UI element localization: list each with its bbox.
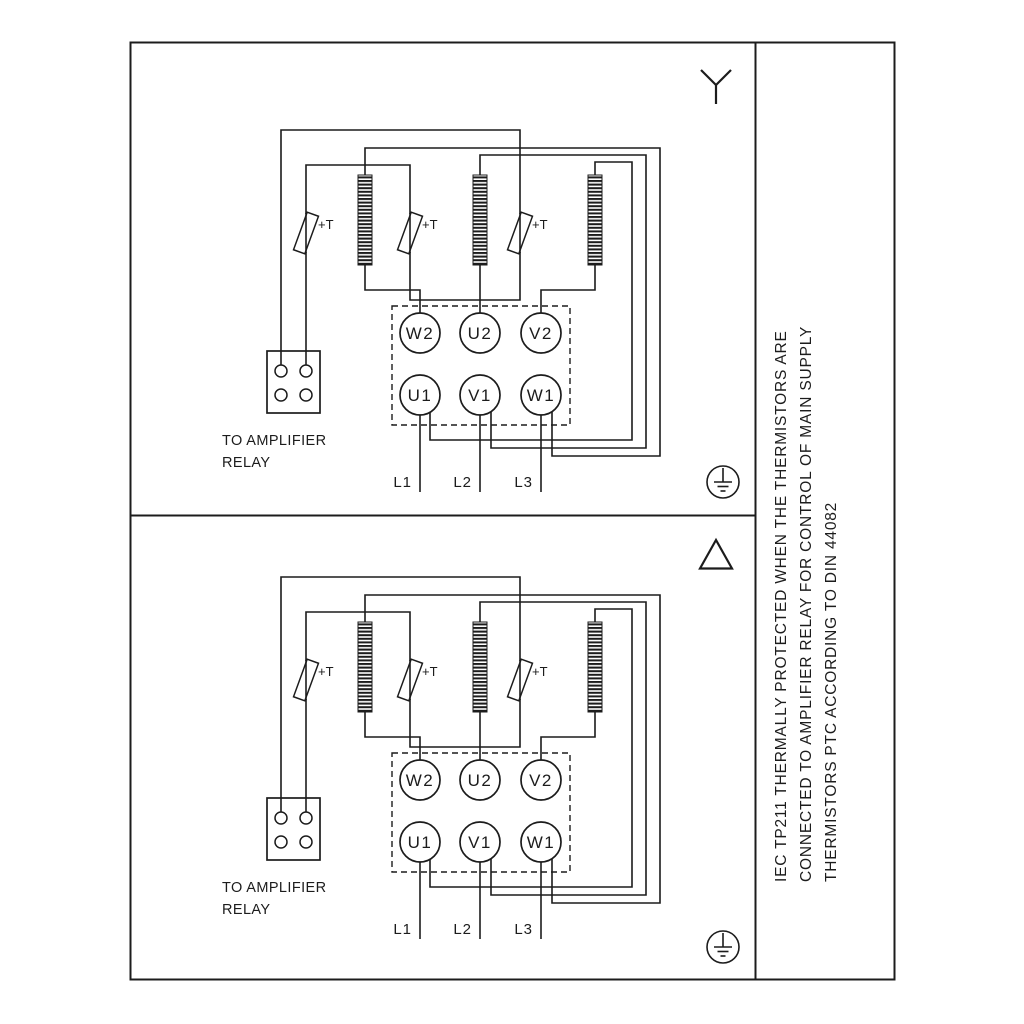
delta-symbol-icon — [698, 537, 734, 570]
side-note-line-1: IEC TP211 THERMALLY PROTECTED WHEN THE T… — [773, 330, 790, 882]
side-note: IEC TP211 THERMALLY PROTECTED WHEN THE T… — [773, 326, 840, 882]
drawing-frame — [129, 41, 896, 981]
side-note-line-3: THERMISTORS PTC ACCORDING TO DIN 44082 — [823, 502, 840, 882]
side-note-line-2: CONNECTED TO AMPLIFIER RELAY FOR CONTROL… — [798, 326, 815, 882]
wye-symbol-icon — [700, 69, 732, 104]
